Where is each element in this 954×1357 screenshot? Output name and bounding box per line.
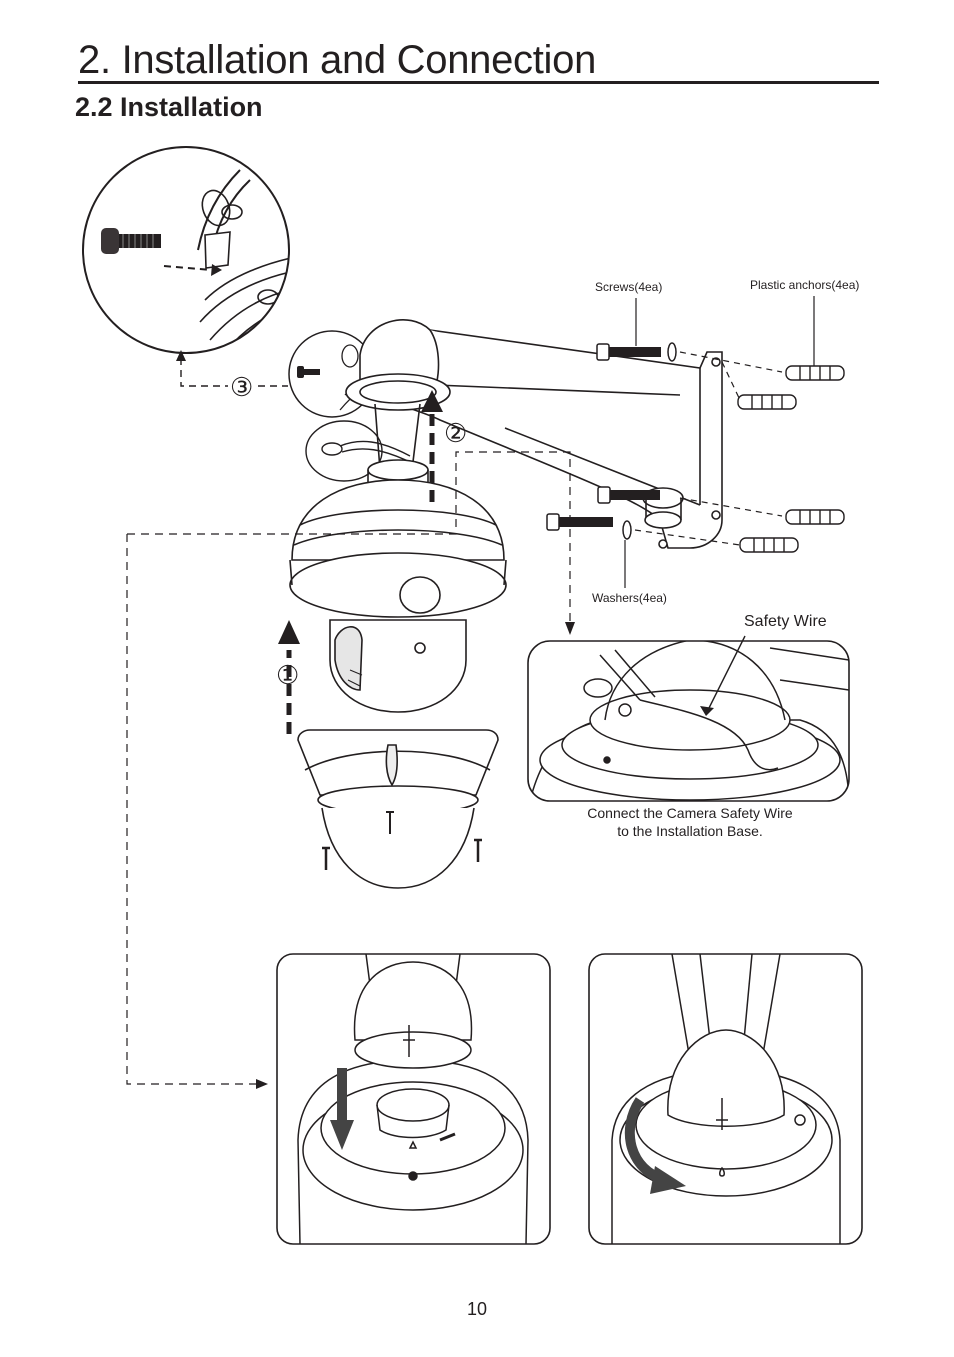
step1-arrow	[278, 620, 300, 734]
title-rule	[78, 81, 879, 84]
camera-housing	[289, 403, 507, 713]
safety-wire-panel	[527, 635, 850, 802]
step2-arrow	[421, 390, 443, 502]
washers-label: Washers(4ea)	[592, 591, 667, 605]
step2-label: ②	[444, 418, 468, 448]
section-title: 2.2 Installation	[75, 92, 263, 122]
safety-wire-caption: Connect the Camera Safety Wire to the In…	[560, 804, 820, 840]
screw-icon	[597, 486, 660, 504]
caption-line-1: Connect the Camera Safety Wire	[587, 805, 793, 821]
screw-icon	[546, 513, 632, 540]
page-number: 10	[466, 1299, 488, 1319]
guide-line-panel	[126, 534, 256, 1085]
screws-label: Screws(4ea)	[595, 280, 663, 294]
dome-rotate-panel	[588, 953, 863, 1245]
guide-line-safety	[127, 451, 571, 622]
screw-icon	[596, 342, 677, 362]
bracket-fasteners	[546, 296, 845, 588]
step3-label: ③	[230, 372, 254, 402]
caption-line-2: to the Installation Base.	[617, 823, 763, 839]
step1-label: ①	[276, 660, 300, 690]
dome-attach-panel	[276, 953, 551, 1245]
chapter-title: 2. Installation and Connection	[78, 38, 597, 82]
screw-icon	[101, 228, 161, 254]
plastic-anchor-icon	[785, 509, 845, 525]
safety-wire-label: Safety Wire	[744, 613, 827, 630]
plastic-anchor-icon	[785, 365, 845, 381]
plastic-anchors-label: Plastic anchors(4ea)	[750, 278, 860, 292]
plastic-anchor-icon	[737, 394, 797, 410]
screw-detail-magnifier	[82, 146, 290, 354]
dome-cover	[297, 729, 499, 889]
plastic-anchor-icon	[739, 537, 799, 553]
